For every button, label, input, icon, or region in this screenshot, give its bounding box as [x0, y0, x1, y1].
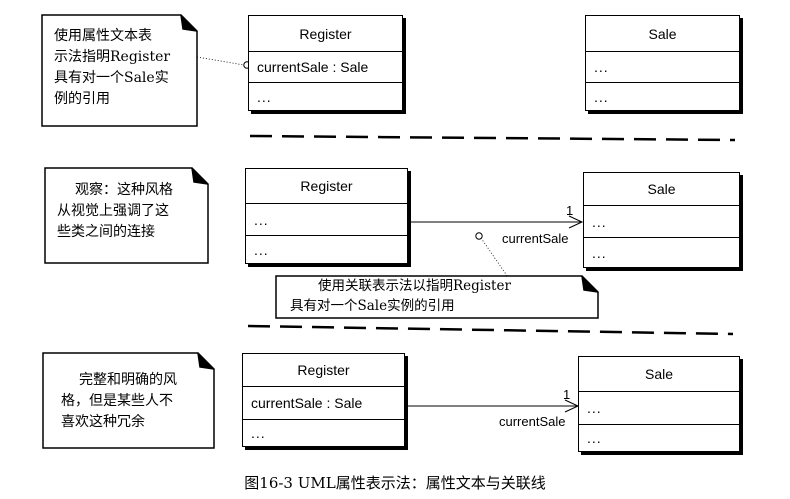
class-register: Register currentSale : Sale ...: [242, 353, 405, 447]
ellipsis: ...: [594, 88, 609, 105]
attributes-compartment: ...: [246, 203, 407, 235]
class-name: Sale: [644, 366, 674, 382]
operations-compartment: ...: [249, 82, 402, 110]
ellipsis: ...: [257, 88, 272, 105]
assoc-note-anchor-circle: [475, 232, 483, 240]
class-register: Register currentSale : Sale ...: [248, 15, 403, 111]
note-line: 具有对一个Sale实例的引用: [290, 298, 455, 314]
class-sale: Sale ... ...: [585, 15, 740, 111]
note-line: 使用关联表示法以指明Register: [318, 278, 511, 294]
attributes-compartment: ...: [586, 51, 739, 82]
ellipsis: ...: [254, 241, 269, 258]
class-sale: Sale ... ...: [578, 356, 740, 452]
class-name: Register: [300, 178, 353, 194]
class-register: Register ... ...: [245, 168, 408, 264]
figure-caption: 图16-3 UML属性表示法：属性文本与关联线: [244, 474, 546, 492]
operations-compartment: ...: [584, 237, 739, 267]
attribute-current-sale: currentSale : Sale: [243, 386, 404, 419]
note-line: 具有对一个Sale实: [54, 70, 169, 86]
note-line: 完整和明确的风: [79, 372, 177, 388]
attribute-text: currentSale : Sale: [257, 59, 369, 75]
separator-line: [249, 134, 736, 142]
arrowhead: [568, 215, 584, 229]
ellipsis: ...: [592, 213, 607, 230]
operations-compartment: ...: [246, 235, 407, 263]
class-name: Sale: [647, 181, 676, 197]
ellipsis: ...: [594, 59, 609, 75]
ellipsis: ...: [254, 211, 269, 228]
class-name: Register: [297, 362, 350, 378]
ellipsis: ...: [587, 430, 602, 446]
note-line: 观察：这种风格: [75, 182, 173, 198]
operations-compartment: ...: [243, 419, 404, 446]
note-line: 示法指明Register: [54, 49, 171, 65]
role-label: currentSale: [502, 231, 569, 246]
class-sale: Sale ... ...: [583, 172, 740, 268]
ellipsis: ...: [592, 244, 607, 261]
note-line: 喜欢这种冗余: [61, 414, 145, 430]
attributes-compartment: ...: [579, 391, 739, 424]
note-association: 使用关联表示法以指明Register 具有对一个Sale实例的引用: [275, 275, 599, 319]
note-anchor-line: [196, 56, 245, 66]
class-name: Register: [299, 25, 352, 42]
note-line: 例的引用: [54, 91, 110, 107]
attribute-current-sale: currentSale : Sale: [249, 51, 402, 82]
ellipsis: ...: [251, 425, 266, 441]
operations-compartment: ...: [586, 82, 739, 110]
ellipsis: ...: [587, 400, 602, 416]
multiplicity-label: 1: [563, 387, 571, 402]
note-complete-style: 完整和明确的风 格，但是某些人不 喜欢这种冗余: [42, 352, 215, 449]
class-name: Sale: [648, 25, 677, 42]
attributes-compartment: ...: [584, 205, 739, 237]
operations-compartment: ...: [579, 424, 739, 451]
separator-line: [247, 324, 734, 336]
note-line: 使用属性文本表: [54, 28, 152, 44]
note-line: 从视觉上强调了这: [57, 203, 169, 219]
role-label: currentSale: [499, 414, 566, 429]
note-attribute-text: 使用属性文本表 示法指明Register 具有对一个Sale实 例的引用: [41, 14, 198, 127]
note-line: 些类之间的连接: [57, 224, 155, 240]
attribute-text: currentSale : Sale: [251, 395, 363, 411]
note-line: 格，但是某些人不: [61, 393, 173, 409]
note-observation: 观察：这种风格 从视觉上强调了这 些类之间的连接: [44, 167, 209, 264]
multiplicity-label: 1: [566, 203, 574, 218]
